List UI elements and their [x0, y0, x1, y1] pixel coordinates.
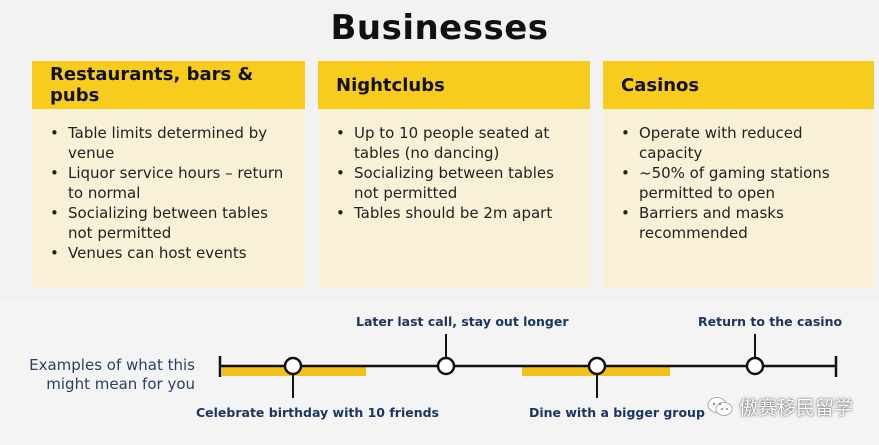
timeline-marker	[283, 356, 303, 376]
timeline-description-line: Examples of what this	[29, 356, 195, 374]
wechat-icon	[707, 396, 733, 416]
card-header: Casinos	[603, 61, 874, 109]
list-item: Liquor service hours – return to normal	[50, 163, 296, 203]
card-nightclubs: Nightclubs Up to 10 people seated at tab…	[318, 61, 590, 289]
card-restaurants: Restaurants, bars & pubs Table limits de…	[32, 61, 305, 289]
page-title: Businesses	[330, 8, 549, 48]
card-header: Nightclubs	[318, 61, 590, 109]
list-item: Up to 10 people seated at tables (no dan…	[336, 123, 574, 163]
timeline-event-label: Celebrate birthday with 10 friends	[196, 405, 439, 420]
list-item: Table limits determined by venue	[50, 123, 296, 163]
card-header: Restaurants, bars & pubs	[32, 61, 305, 109]
list-item: Operate with reduced capacity	[621, 123, 849, 163]
card-list: Operate with reduced capacity ~50% of ga…	[603, 109, 861, 243]
card-list: Up to 10 people seated at tables (no dan…	[318, 109, 586, 223]
timeline-event-label: Dine with a bigger group	[529, 405, 705, 420]
watermark-text: 傲赛移民留学	[738, 397, 853, 419]
list-item: Tables should be 2m apart	[336, 203, 574, 223]
timeline-event-label: Later last call, stay out longer	[356, 314, 569, 329]
timeline-marker	[745, 356, 765, 376]
list-item: Socializing between tables not permitted	[50, 203, 296, 243]
card-casinos: Casinos Operate with reduced capacity ~5…	[603, 61, 874, 289]
timeline-description-line: might mean for you	[46, 375, 195, 393]
list-item: Barriers and masks recommended	[621, 203, 849, 243]
list-item: ~50% of gaming stations permitted to ope…	[621, 163, 849, 203]
timeline-event-label: Return to the casino	[698, 314, 843, 329]
timeline-marker	[436, 356, 456, 376]
card-list: Table limits determined by venue Liquor …	[32, 109, 308, 263]
timeline-description: Examples of what this might mean for you	[20, 356, 195, 394]
list-item: Socializing between tables not permitted	[336, 163, 574, 203]
list-item: Venues can host events	[50, 243, 296, 263]
timeline-marker	[587, 356, 607, 376]
watermark: 傲赛移民留学	[707, 393, 853, 420]
